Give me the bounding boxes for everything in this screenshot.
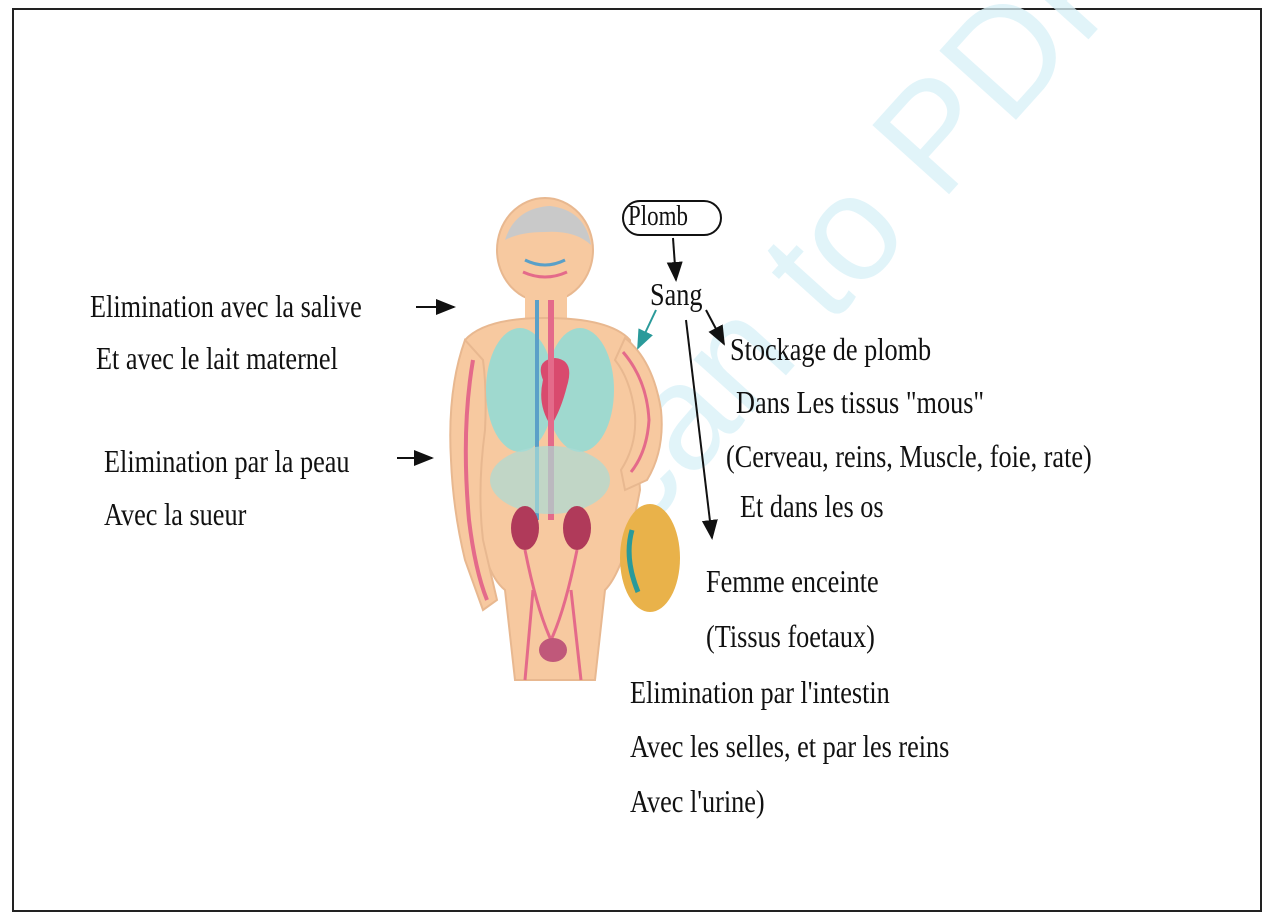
arrow-sang-to-stockage (706, 310, 724, 344)
label-peau-line2: Avec la sueur (104, 498, 246, 530)
label-salive-line2: Et avec le lait maternel (96, 342, 338, 374)
label-stockage-line4: Et dans les os (740, 490, 884, 522)
label-stockage-line2: Dans Les tissus "mous" (736, 386, 984, 418)
label-stockage-line3: (Cerveau, reins, Muscle, foie, rate) (726, 440, 1092, 472)
label-intestin-line3: Avec l'urine) (630, 785, 765, 817)
label-femme-line2: (Tissus foetaux) (706, 620, 875, 652)
label-intestin-line1: Elimination par l'intestin (630, 676, 890, 708)
label-intestin-line2: Avec les selles, et par les reins (630, 730, 949, 762)
arrow-plomb-to-sang (673, 238, 676, 280)
label-stockage-line1: Stockage de plomb (730, 333, 931, 365)
arrow-sang-to-femme (686, 320, 712, 538)
label-femme-line1: Femme enceinte (706, 565, 879, 597)
label-plomb: Plomb (628, 203, 688, 231)
label-sang: Sang (650, 278, 702, 310)
label-peau-line1: Elimination par la peau (104, 445, 350, 477)
arrow-sang-to-body (638, 310, 656, 348)
label-salive-line1: Elimination avec la salive (90, 290, 362, 322)
